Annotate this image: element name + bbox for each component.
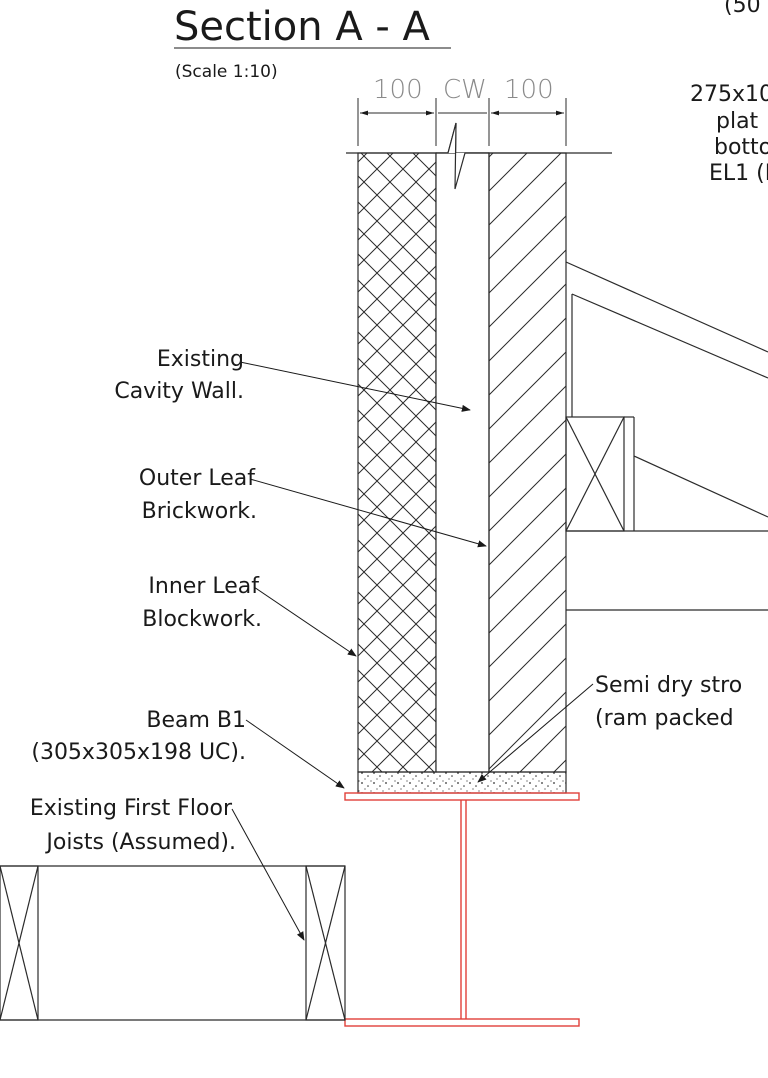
inner-leaf-blockwork [357,152,437,773]
cavity [435,152,490,773]
svg-text:Beam B1: Beam B1 [146,708,246,733]
dimension-chain: 100 CW 100 [357,75,567,146]
svg-text:Brickwork.: Brickwork. [142,499,257,524]
svg-text:Inner Leaf: Inner Leaf [148,574,260,599]
svg-text:Cavity Wall.: Cavity Wall. [114,379,244,404]
roof-structure [565,261,768,611]
outer-leaf-brickwork [488,152,567,773]
label-existing-cavity-wall: Existing Cavity Wall. [114,347,471,412]
section-title: Section A - A [174,4,431,50]
svg-text:(ram packed: (ram packed [595,706,734,731]
label-inner-leaf-blockwork: Inner Leaf Blockwork. [142,574,357,657]
svg-text:Existing: Existing [157,347,244,372]
svg-text:EL1 (I: EL1 (I [709,161,768,186]
dimension-inner-leaf: 100 [373,75,423,105]
label-beam-b1: Beam B1 (305x305x198 UC). [31,708,345,789]
svg-text:plat: plat [716,109,759,134]
svg-text:Blockwork.: Blockwork. [142,607,262,632]
svg-text:Joists (Assumed).: Joists (Assumed). [44,830,236,855]
svg-text:botto: botto [714,135,768,160]
svg-text:Existing First Floor: Existing First Floor [30,796,233,821]
svg-text:Semi dry stro: Semi dry stro [595,673,742,698]
top-right-fragment: (50 [724,0,761,18]
floor-joists [0,865,346,1021]
right-note: 275x10 plat botto EL1 (I [690,82,768,186]
svg-text:(305x305x198 UC).: (305x305x198 UC). [31,740,246,765]
steel-beam-b1 [344,792,580,1027]
svg-text:275x10: 275x10 [690,82,768,107]
semi-dry-packing [357,771,567,794]
dimension-outer-leaf: 100 [504,75,554,105]
dimension-cavity: CW [443,75,487,105]
label-floor-joists: Existing First Floor Joists (Assumed). [30,796,305,941]
label-outer-leaf-brickwork: Outer Leaf Brickwork. [139,466,487,548]
scale-label: (Scale 1:10) [175,62,278,82]
label-semi-dry-packing: Semi dry stro (ram packed [477,673,742,783]
svg-text:Outer Leaf: Outer Leaf [139,466,256,491]
